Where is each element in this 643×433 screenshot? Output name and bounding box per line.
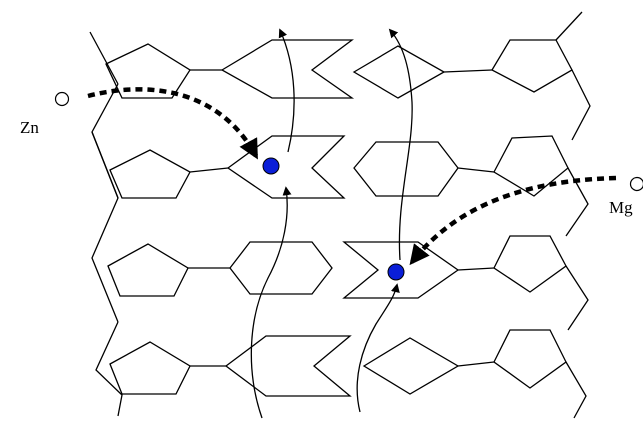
left-chain-segment: [91, 131, 119, 199]
connector: [457, 267, 495, 271]
diffusion-path-arrow: [278, 28, 295, 153]
zn-label: Zn: [20, 118, 39, 137]
diffusion-path-arrow: [250, 186, 292, 419]
pentagon-right-2: [493, 135, 569, 197]
right-chain-segment: [555, 11, 583, 41]
connector: [189, 167, 229, 173]
zn-insertion-dashed-arrow: [87, 87, 258, 160]
pentagon-right-4: [493, 329, 567, 389]
mg-ion-symbol: [629, 176, 643, 192]
hexagon-ml-3: [229, 241, 333, 295]
chevron-cage-mr-3: [342, 241, 460, 299]
diffusion-path-arrow: [356, 283, 400, 413]
pentagon-left-4: [109, 341, 191, 395]
left-chain-segment: [95, 321, 123, 417]
right-chain-segment: [571, 69, 591, 141]
left-chain-segment: [91, 83, 119, 323]
pentagon-right-1: [491, 39, 573, 93]
pentagon-left-1: [105, 43, 191, 99]
connector: [457, 167, 495, 173]
right-chain-segment: [565, 265, 589, 331]
right-chain-segment: [565, 167, 589, 237]
cage-ml-4: [224, 335, 352, 397]
diamond-mr-4: [362, 337, 460, 395]
pentagon-right-3: [493, 235, 567, 293]
chevron-cage-ml-2: [226, 135, 346, 199]
pentagon-left-3: [107, 243, 189, 297]
occupied-site-mg: [387, 263, 405, 281]
pentagon-left-2: [109, 149, 191, 199]
diffusion-path-arrow: [388, 28, 413, 261]
mg-label: Mg: [609, 198, 633, 217]
right-chain-segment: [565, 361, 587, 419]
cage-ml-1: [220, 39, 355, 99]
mg-insertion-dashed-arrow: [409, 175, 617, 266]
connector: [443, 69, 493, 73]
left-chain-segment: [89, 31, 119, 85]
diamond-mr-1: [352, 45, 446, 99]
occupied-site-zn: [262, 157, 280, 175]
connector: [457, 361, 495, 367]
zn-ion-symbol: [54, 91, 70, 107]
